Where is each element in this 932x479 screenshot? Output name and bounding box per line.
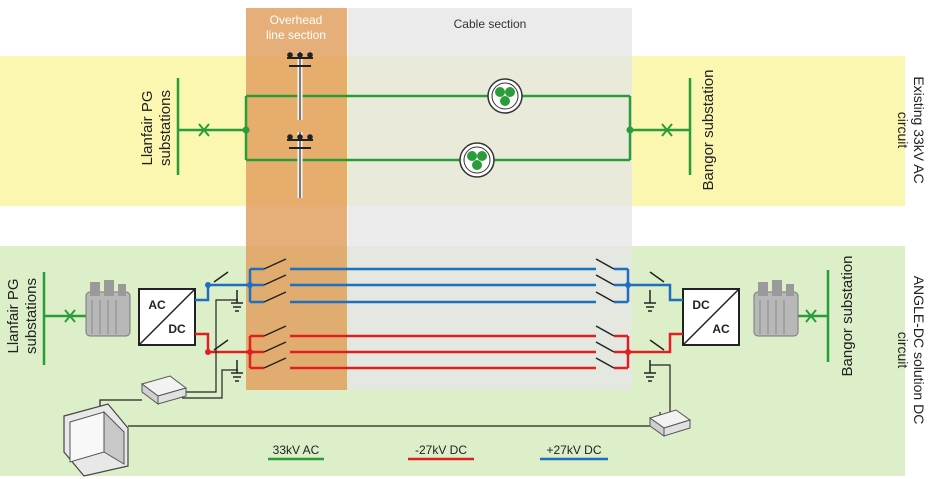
cable-icon [459,142,495,178]
cable-icon [487,78,523,114]
negative-dc-conductors [248,334,630,370]
junction-dot [242,126,250,134]
ground-icon [231,290,656,382]
llanfair-label-bottom-2: substations [23,278,40,354]
breaker-icon [198,123,673,137]
disconnector-switches [213,258,665,369]
transformer-icon [85,280,131,337]
bangor-label-bottom: Bangor substation [839,256,856,377]
converter-right [682,288,740,346]
breaker-icon [64,309,817,323]
llanfair-label-bottom-1: Llanfair PG [5,278,22,353]
junction-dot [247,282,253,288]
existing-circuit-label-2: circuit [895,112,911,149]
dc-circuit-label-2: circuit [895,332,911,369]
cable-section-title: Cable section [454,17,527,31]
junction-dot [205,349,211,355]
converter-right-top: DC [692,298,710,312]
overhead-section-title-1: Overhead [270,13,323,27]
legend-label-positive: +27kV DC [546,443,601,457]
converter-left [138,288,196,346]
junction-dot [247,349,253,355]
dc-circuit-label-1: ANGLE-DC solution DC [911,276,927,425]
cable-section-band [348,8,632,390]
converter-left-bottom: DC [168,322,186,336]
transformer-icon [753,280,799,337]
junction-dot [626,126,634,134]
existing-circuit-label-1: Existing 33kV AC [911,76,927,183]
sensor-device-icon [648,409,692,437]
llanfair-label-top-1: Llanfair PG [139,90,156,165]
junction-dot [625,282,631,288]
converter-left-top: AC [148,298,166,312]
junction-dot [625,349,631,355]
overhead-section-band [246,8,347,390]
legend: 33kV AC -27kV DC +27kV DC [268,443,608,461]
converter-links [195,283,683,354]
converter-right-bottom: AC [712,322,730,336]
bangor-label-top: Bangor substation [700,70,717,191]
pylon-icon [287,52,313,120]
overhead-section-title-2: line section [266,28,326,42]
existing-ac-circuit [176,78,692,175]
legend-label-ac: 33kV AC [273,443,320,457]
legend-label-negative: -27kV DC [415,443,467,457]
computer-monitor-icon [63,403,129,477]
pylon-icon [287,132,313,198]
junction-dot [205,282,211,288]
llanfair-label-top-2: substations [157,90,174,166]
sensor-device-icon [140,375,188,405]
